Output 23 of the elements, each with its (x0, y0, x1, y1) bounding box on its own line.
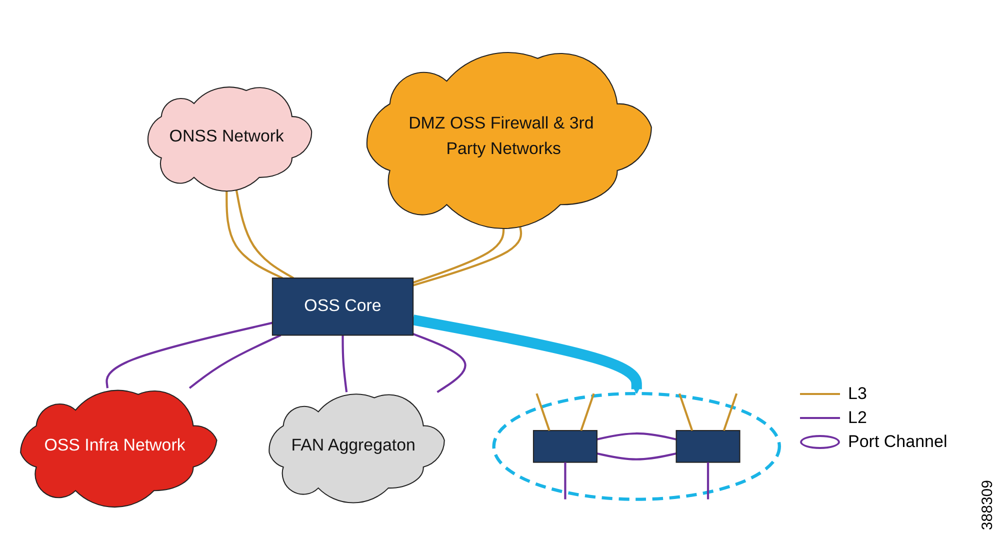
link-line (564, 462, 566, 500)
link-line (580, 393, 595, 432)
connector (342, 335, 348, 392)
connector (596, 452, 677, 461)
arrow (412, 314, 642, 394)
connector (596, 432, 677, 441)
node-box: OSS Core (272, 278, 414, 336)
link-line (706, 462, 710, 500)
node-box (532, 430, 598, 463)
node-box (676, 430, 740, 463)
connector (226, 189, 283, 280)
link-line (678, 393, 694, 432)
link-line (536, 393, 550, 432)
legend-text: L2 (848, 408, 867, 428)
connector (412, 225, 522, 287)
link-line (722, 393, 738, 432)
connector (412, 333, 466, 394)
connector (235, 189, 294, 280)
connector (106, 322, 273, 388)
connector (188, 334, 282, 390)
legend-text: L3 (848, 384, 867, 404)
legend-text: Port Channel (848, 432, 948, 452)
figure-number: 388309 (979, 480, 996, 530)
